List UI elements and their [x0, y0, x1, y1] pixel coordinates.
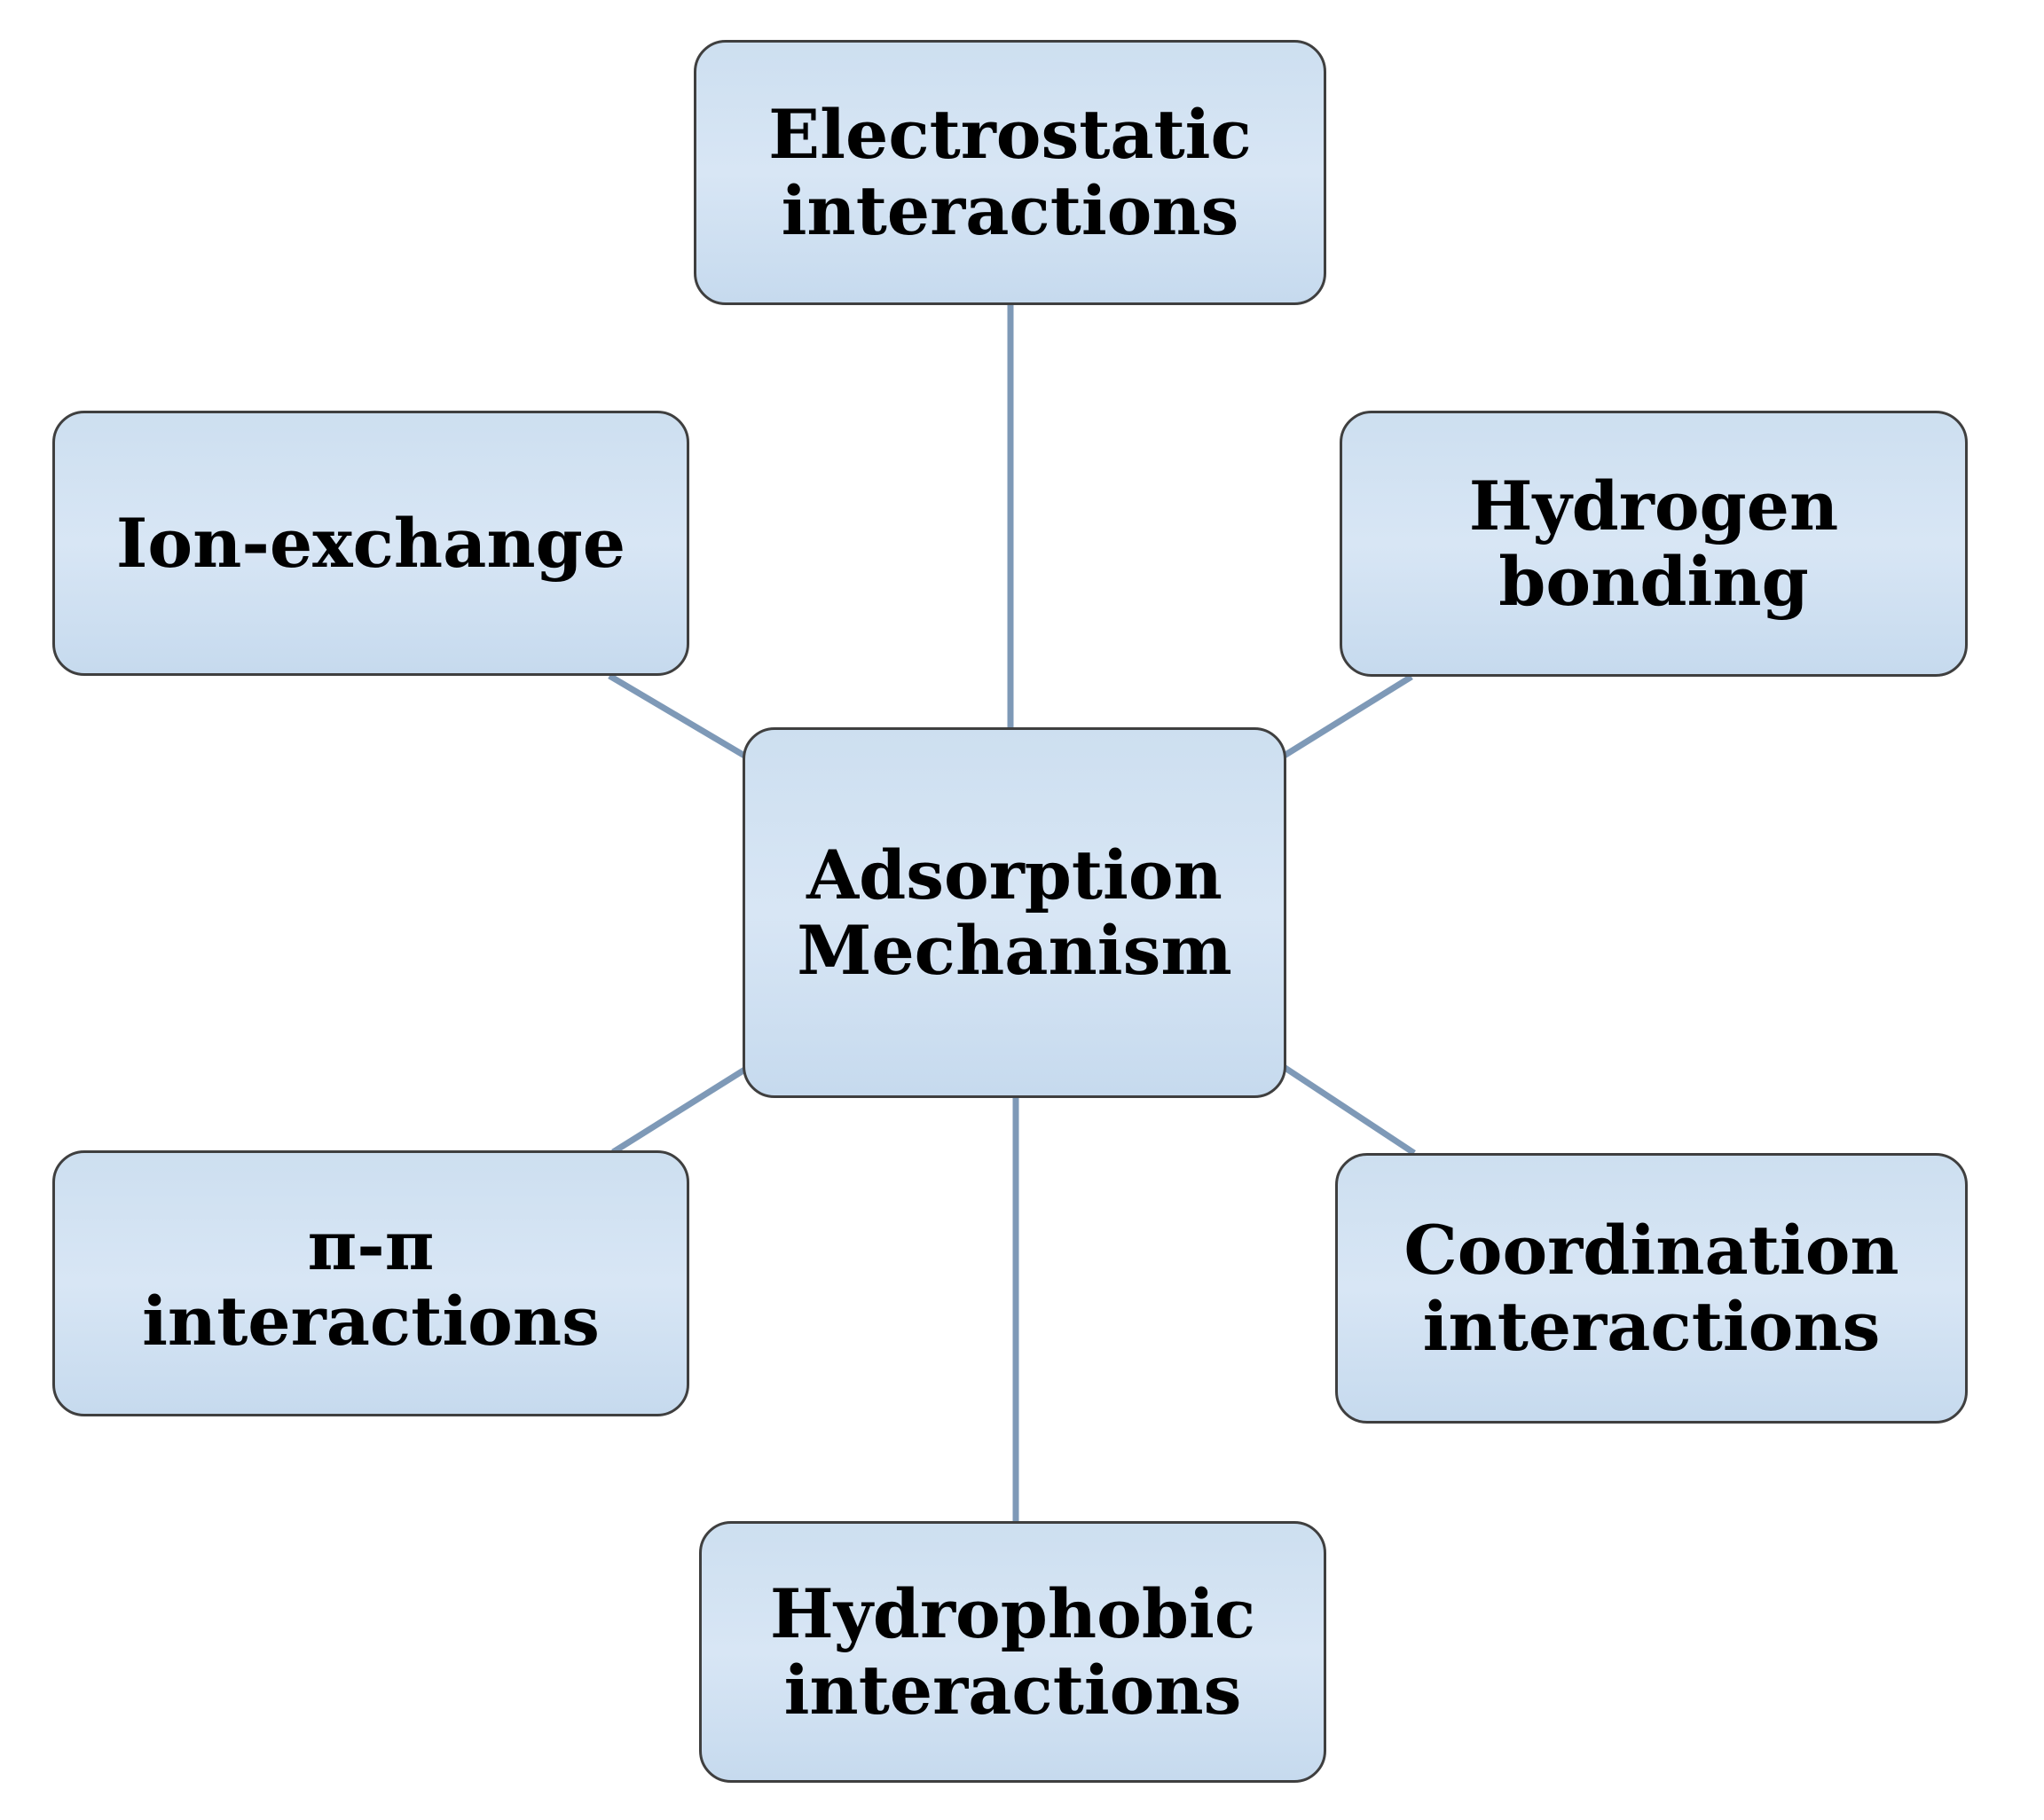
node-label: Hydrophobic interactions	[769, 1574, 1256, 1730]
node-pi-pi-interactions: π-π interactions	[52, 1150, 689, 1416]
node-label: Coordination interactions	[1403, 1211, 1899, 1366]
connector-center-top-right	[1277, 674, 1413, 762]
node-coordination-interactions: Coordination interactions	[1335, 1153, 1968, 1424]
node-label: Electrostatic interactions	[768, 95, 1252, 250]
node-label: Hydrogen bonding	[1468, 466, 1839, 621]
connector-center-bottom-right	[1279, 1063, 1416, 1156]
node-ion-exchange: Ion-exchange	[52, 411, 689, 676]
connector-center-bottom-left	[611, 1062, 755, 1155]
node-label: Adsorption Mechanism	[797, 835, 1232, 990]
node-hydrophobic-interactions: Hydrophobic interactions	[699, 1521, 1326, 1783]
node-electrostatic-interactions: Electrostatic interactions	[694, 40, 1326, 305]
node-hydrogen-bonding: Hydrogen bonding	[1340, 411, 1968, 677]
node-adsorption-mechanism: Adsorption Mechanism	[743, 727, 1286, 1098]
connector-center-top-left	[608, 672, 752, 763]
node-label: Ion-exchange	[115, 503, 626, 583]
node-label: π-π interactions	[142, 1205, 600, 1361]
